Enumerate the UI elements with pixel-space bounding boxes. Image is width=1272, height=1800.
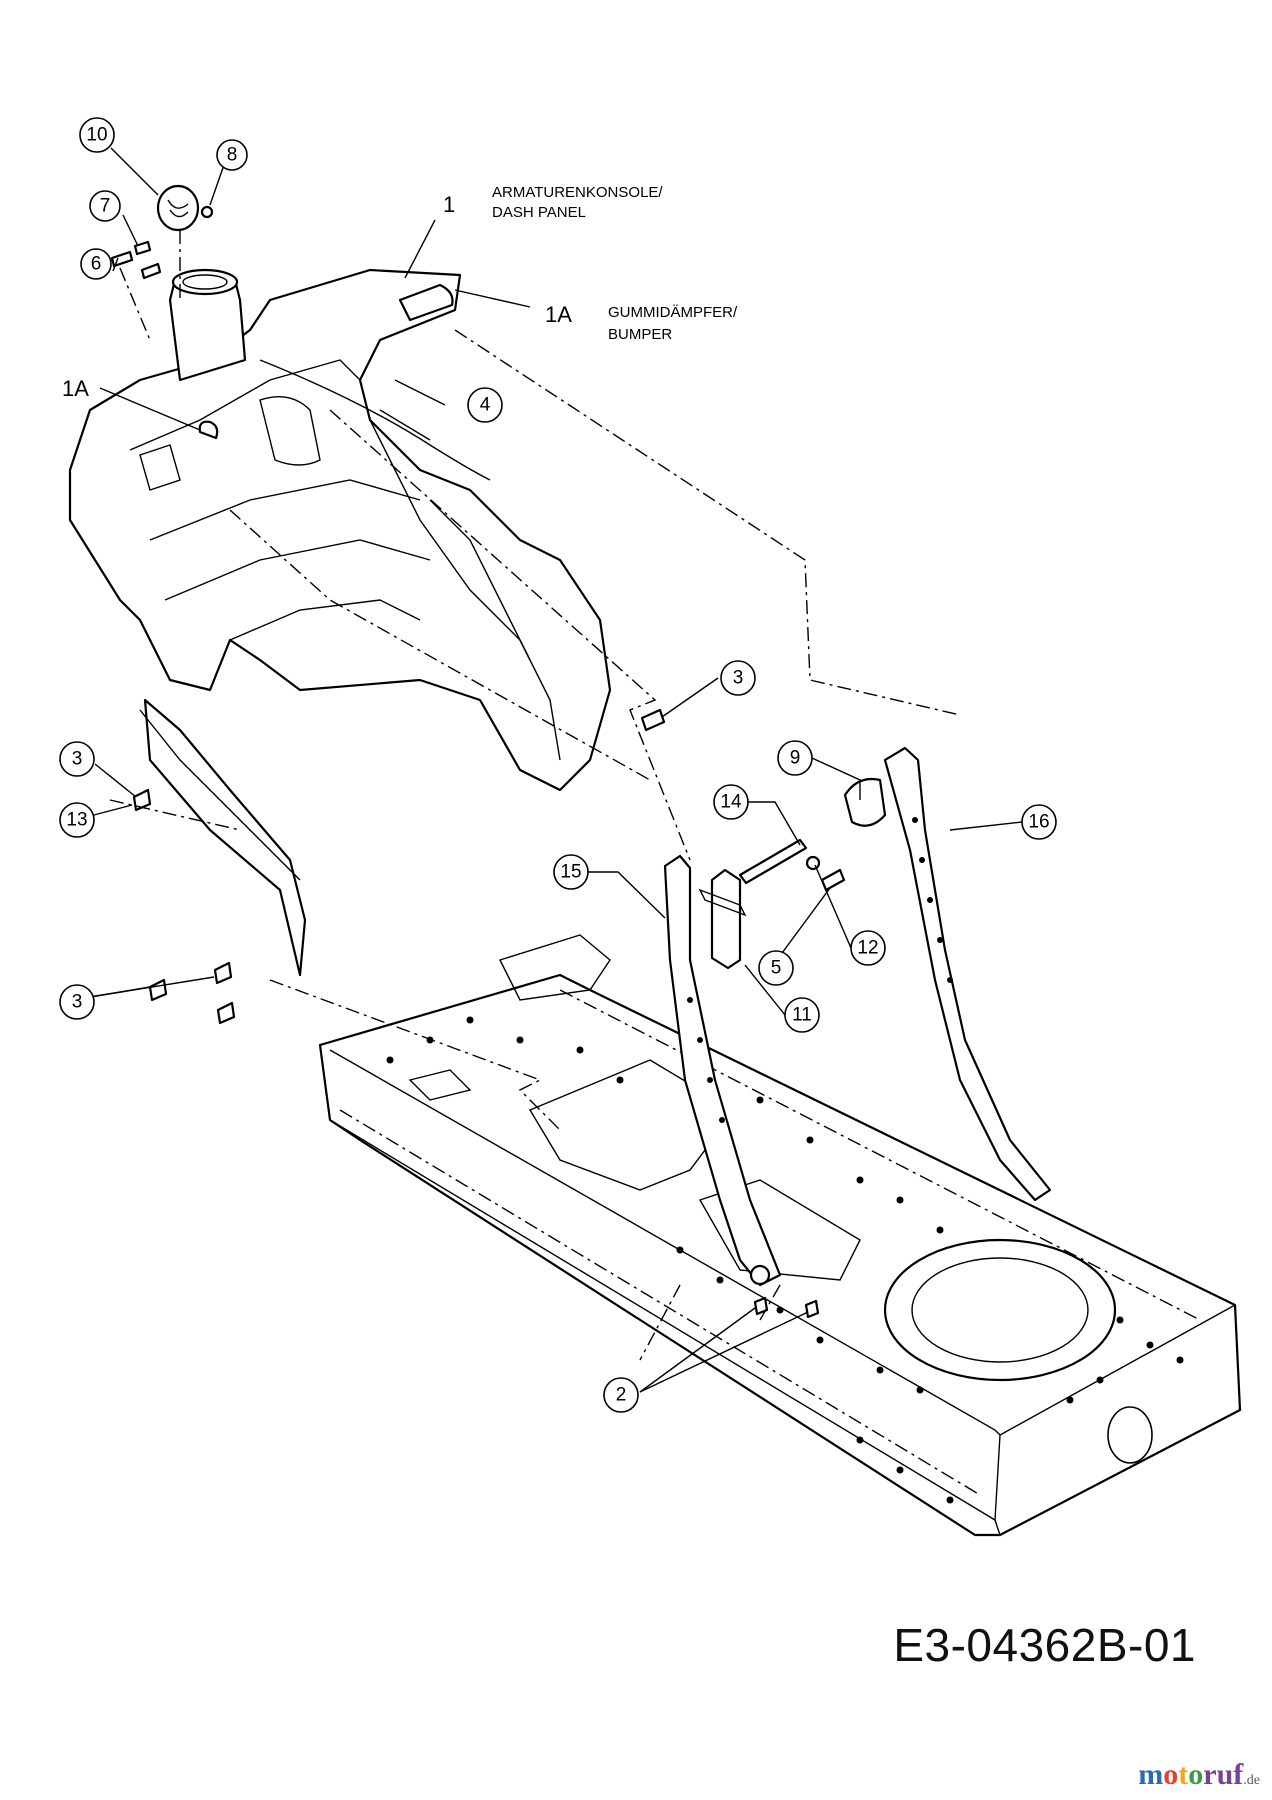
svg-text:9: 9: [790, 748, 801, 769]
fastener-12-5: [805, 855, 846, 892]
callout-10: 10: [79, 117, 115, 153]
logo-suffix: .de: [1243, 1773, 1260, 1788]
logo-letter-o1: o: [1163, 1758, 1179, 1791]
pillar-16: [883, 746, 1052, 1202]
svg-text:2: 2: [616, 1385, 627, 1406]
svg-text:11: 11: [792, 1005, 812, 1026]
svg-text:5: 5: [771, 958, 782, 979]
callout-11: 11: [784, 997, 820, 1033]
svg-text:8: 8: [227, 145, 238, 166]
pedal-pad-9: [843, 777, 887, 827]
callout-16: 16: [1021, 804, 1057, 840]
label-part-1: 1: [443, 192, 455, 217]
callout-8: 8: [216, 139, 248, 171]
callout-14: 14: [713, 784, 749, 820]
ignition-parts: [110, 184, 214, 341]
text-labels: 1 ARMATURENKONSOLE/ DASH PANEL 1A GUMMID…: [62, 184, 738, 401]
svg-text:7: 7: [100, 196, 111, 217]
label-bumper-de: GUMMIDÄMPFER/: [608, 304, 738, 321]
label-part-1a-left: 1A: [62, 376, 89, 401]
dash-panel: [68, 268, 612, 977]
watermark-logo: motoruf.de: [1138, 1758, 1260, 1792]
svg-text:12: 12: [857, 938, 878, 959]
label-dash-panel-de: ARMATURENKONSOLE/: [492, 184, 663, 201]
logo-letters-ruf: ruf: [1203, 1758, 1244, 1791]
callout-3-left: 3: [59, 741, 95, 777]
drawing-code: E3-04362B-01: [893, 1619, 1196, 1671]
pillar-15: [663, 854, 782, 1287]
leader-lines: [89, 147, 1023, 1393]
rod-14: [738, 838, 808, 885]
fasteners-3-13: [132, 708, 820, 1319]
callout-5: 5: [758, 950, 794, 986]
callout-2: 2: [603, 1377, 639, 1413]
callout-4: 4: [467, 387, 503, 423]
tractor-frame: [318, 934, 1242, 1537]
svg-text:14: 14: [720, 792, 742, 813]
svg-text:16: 16: [1028, 812, 1049, 833]
svg-text:15: 15: [560, 862, 581, 883]
svg-text:4: 4: [480, 395, 491, 416]
callout-6: 6: [80, 248, 112, 280]
svg-text:10: 10: [86, 125, 107, 146]
callout-9: 9: [777, 740, 813, 776]
svg-text:3: 3: [72, 992, 83, 1013]
label-dash-panel-en: DASH PANEL: [492, 204, 586, 221]
callout-13: 13: [59, 802, 95, 838]
svg-text:13: 13: [66, 810, 87, 831]
callout-15: 15: [553, 854, 589, 890]
callout-7: 7: [89, 190, 121, 222]
alignment-lines: [109, 329, 961, 1361]
logo-letter-o2: o: [1188, 1758, 1204, 1791]
logo-letter-m: m: [1138, 1758, 1164, 1791]
bracket-11: [698, 868, 747, 970]
callout-12: 12: [850, 930, 886, 966]
label-bumper-en: BUMPER: [608, 326, 672, 343]
callouts: 10 8 7 6 4 3 3 13 3 9 14 16 15 12 5 11 2: [59, 117, 1057, 1413]
logo-letter-t: t: [1178, 1758, 1189, 1791]
callout-3-mid: 3: [720, 660, 756, 696]
svg-text:3: 3: [72, 749, 83, 770]
svg-text:6: 6: [91, 254, 102, 275]
label-part-1a-right: 1A: [545, 302, 572, 327]
callout-3-bottom: 3: [59, 984, 95, 1020]
svg-text:3: 3: [733, 668, 744, 689]
